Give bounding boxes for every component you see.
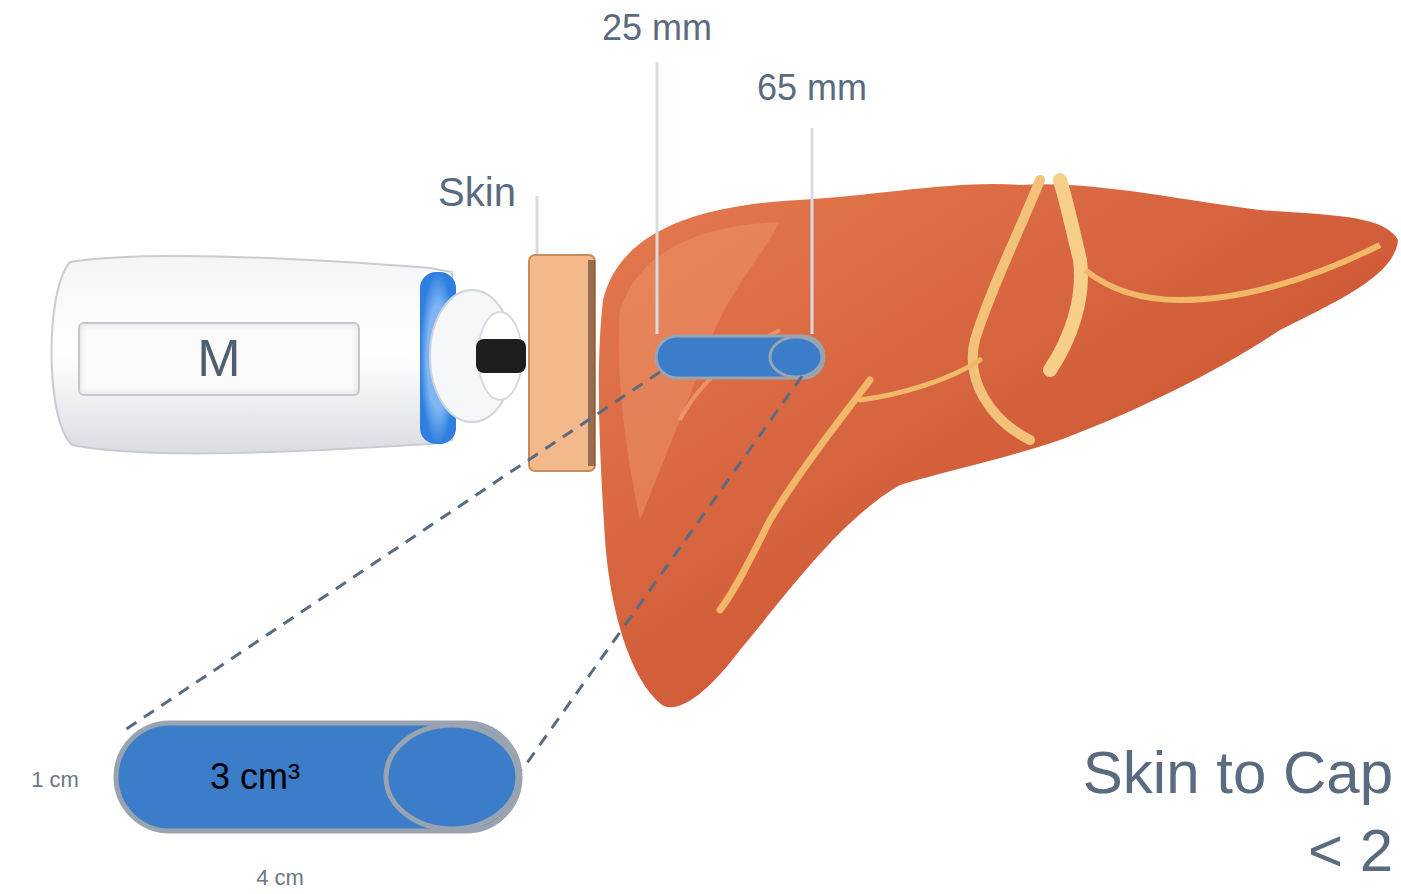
projection-line [522, 376, 802, 770]
skin-layer [529, 255, 595, 471]
dimension-label: 4 cm [256, 866, 304, 890]
capsule-large-outline [116, 723, 520, 831]
heading-text: Skin to Cap [1083, 740, 1393, 806]
heading-text: < 2 [1308, 818, 1393, 884]
probe [51, 256, 526, 453]
liver [599, 180, 1398, 707]
capsule-volume: 3 cm³ [150, 740, 360, 814]
capsule-small [656, 336, 824, 378]
leader-line [536, 196, 539, 254]
part-label: Skin [438, 170, 516, 214]
dimension-label: 65 mm [757, 68, 867, 108]
dimension-label: 1 cm [31, 768, 79, 792]
leader-line [811, 128, 814, 334]
projection-line [125, 372, 660, 730]
dimension-label: 25 mm [602, 8, 712, 48]
node-text: M [197, 330, 240, 387]
display-screen: M [78, 322, 360, 396]
node-text: 3 cm³ [210, 757, 300, 797]
leader-line [656, 62, 659, 334]
